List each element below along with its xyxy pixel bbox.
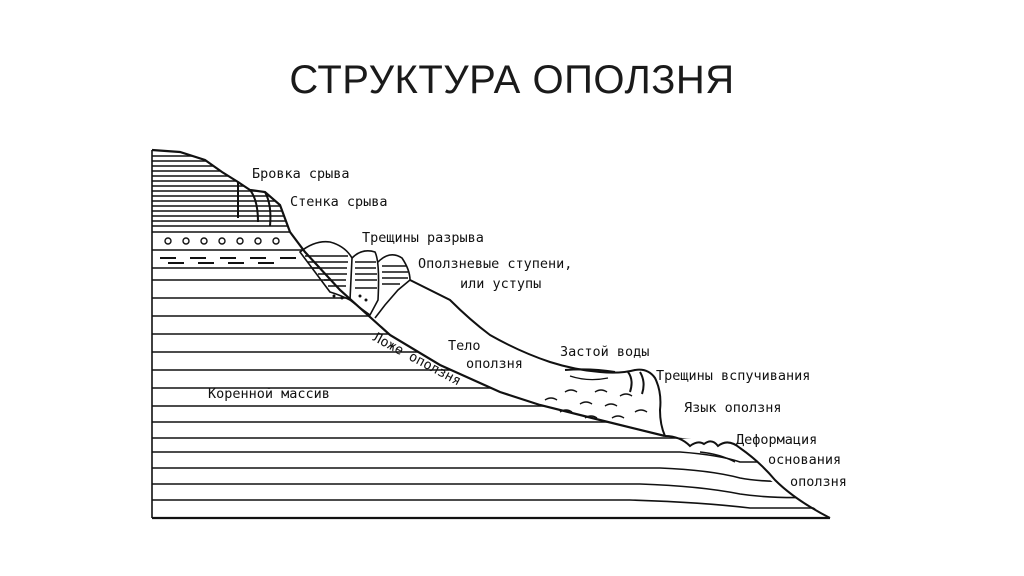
- landslide-steps: [298, 240, 411, 319]
- label-deform-2: основания: [768, 452, 841, 468]
- label-telo-2: оползня: [466, 356, 523, 372]
- label-stupeni-2: или уступы: [460, 276, 541, 292]
- label-yazyk: Язык оползня: [684, 400, 782, 416]
- label-stupeni-1: Оползневые ступени,: [418, 256, 572, 272]
- base-deformation: [664, 435, 831, 519]
- label-deform-3: оползня: [790, 474, 847, 490]
- label-zastoy: Застой воды: [560, 344, 649, 360]
- label-telo-1: Тело: [448, 338, 481, 354]
- label-treshchiny-razryva: Трещины разрыва: [362, 230, 484, 246]
- label-massiv: Коренной массив: [208, 386, 330, 402]
- scarp-cracks: [237, 182, 272, 227]
- label-deform-1: Деформация: [736, 432, 817, 448]
- diagram-labels: Бровка срыва Стенка срыва Трещины разрыв…: [208, 166, 847, 490]
- landslide-body: [409, 279, 666, 437]
- label-brovka: Бровка срыва: [252, 166, 350, 182]
- label-treshchiny-vsp: Трещины вспучивания: [656, 368, 810, 384]
- bedrock-massif: [151, 148, 830, 520]
- slide-title: СТРУКТУРА ОПОЛЗНЯ: [289, 58, 735, 102]
- label-stenka: Стенка срыва: [290, 194, 388, 210]
